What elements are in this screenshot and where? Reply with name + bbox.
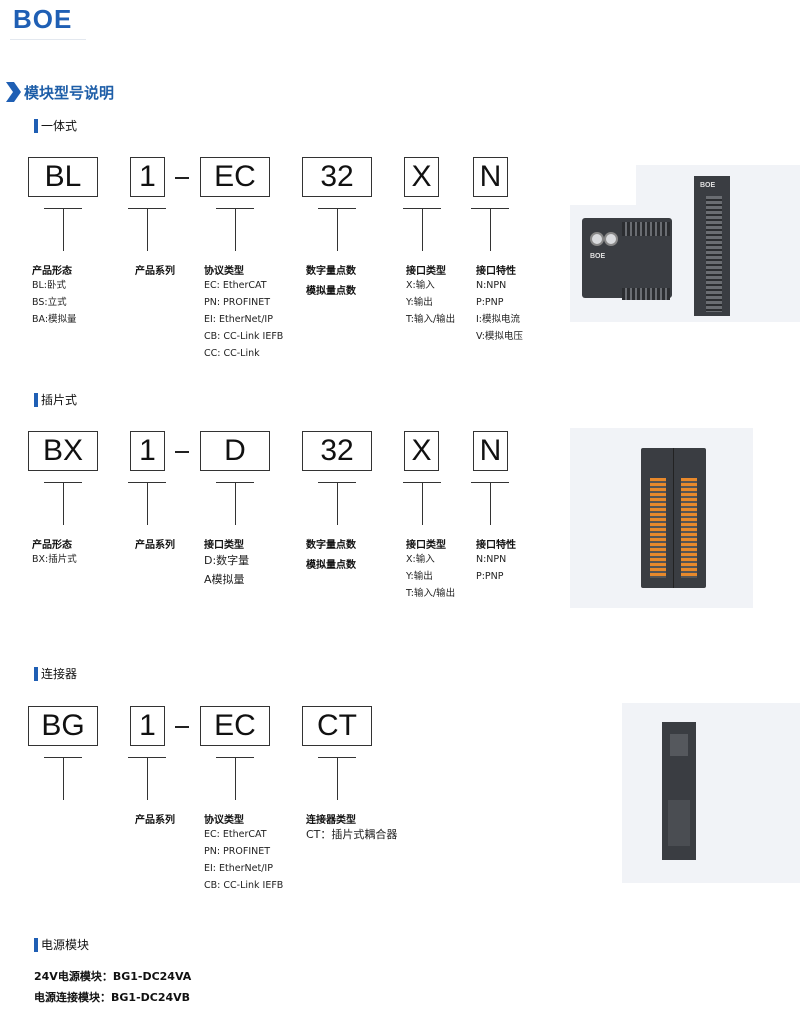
- group-title-power: 电源模块: [34, 936, 89, 953]
- code-box-points: 32: [302, 431, 372, 471]
- values-form: BX:插片式: [32, 554, 77, 565]
- label-interface: 接口类型: [406, 540, 446, 551]
- label-connector-type: 连接器类型: [306, 815, 356, 826]
- code-box-interface: X: [404, 431, 439, 471]
- label-interface: 接口类型: [406, 266, 446, 277]
- code-box-form: BX: [28, 431, 98, 471]
- code-box-series: 1: [130, 157, 165, 197]
- code-box-form: BL: [28, 157, 98, 197]
- code-box-series: 1: [130, 431, 165, 471]
- code-box-feature: N: [473, 157, 508, 197]
- code-box-series: 1: [130, 706, 165, 746]
- values-connector-type: CT：插片式耦合器: [306, 828, 398, 841]
- module-brand-label-2: BOE: [700, 182, 716, 189]
- label-feature: 接口特性: [476, 540, 516, 551]
- code-box-feature: N: [473, 431, 508, 471]
- label-digital-points: 数字量点数: [306, 266, 356, 277]
- label-protocol: 协议类型: [204, 266, 244, 277]
- label-form: 产品形态: [32, 266, 72, 277]
- module-brand-label: BOE: [590, 253, 606, 260]
- code-dash: [175, 726, 189, 728]
- product-photo-connector: [622, 703, 800, 883]
- label-series: 产品系列: [135, 266, 175, 277]
- label-analog-points: 模拟量点数: [306, 286, 356, 297]
- section-title: 模块型号说明: [0, 78, 114, 106]
- group-title-connector: 连接器: [34, 665, 77, 682]
- group-title-integrated: 一体式: [34, 117, 77, 134]
- label-digital-points: 数字量点数: [306, 540, 356, 551]
- label-form: 产品形态: [32, 540, 72, 551]
- chevron-right-icon: [6, 82, 21, 102]
- code-box-protocol: EC: [200, 157, 270, 197]
- code-box-type: D: [200, 431, 270, 471]
- label-protocol: 协议类型: [204, 815, 244, 826]
- code-dash: [175, 451, 189, 453]
- group-title-slice: 插片式: [34, 391, 77, 408]
- label-analog-points: 模拟量点数: [306, 560, 356, 571]
- power-connection-module: 电源连接模块：BG1-DC24VB: [34, 991, 191, 1004]
- section-title-text: 模块型号说明: [24, 83, 115, 102]
- code-box-form: BG: [28, 706, 98, 746]
- code-box-points: 32: [302, 157, 372, 197]
- code-box-interface: X: [404, 157, 439, 197]
- label-type: 接口类型: [204, 540, 244, 551]
- brand-logo-text: BOE: [13, 4, 73, 34]
- code-box-connector: CT: [302, 706, 372, 746]
- brand-logo: BOE: [10, 0, 86, 40]
- code-dash: [175, 177, 189, 179]
- code-box-protocol: EC: [200, 706, 270, 746]
- label-series: 产品系列: [135, 540, 175, 551]
- label-series: 产品系列: [135, 815, 175, 826]
- label-feature: 接口特性: [476, 266, 516, 277]
- power-module-24v: 24V电源模块：BG1-DC24VA: [34, 970, 192, 983]
